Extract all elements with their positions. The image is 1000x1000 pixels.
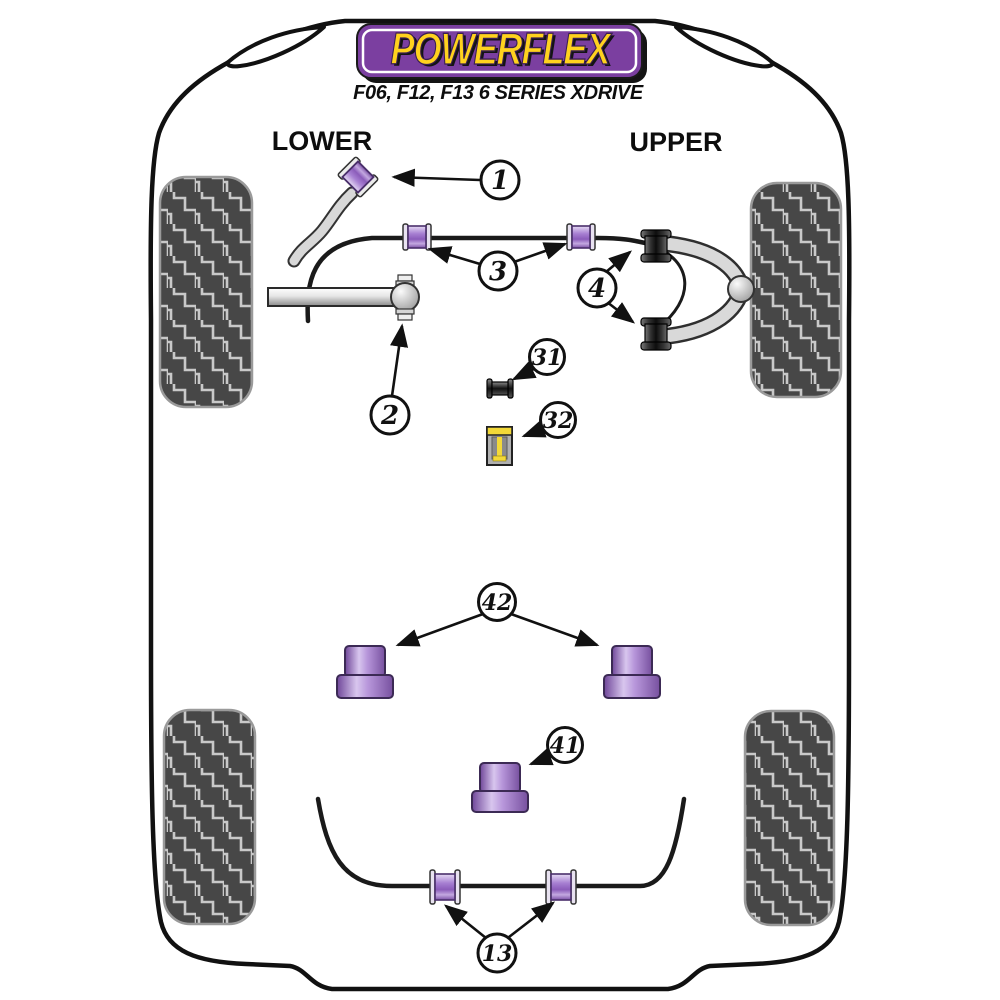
callout-4-arrow-upper <box>605 250 632 273</box>
callout-4: 4 <box>576 267 618 309</box>
callout-arrows <box>390 168 636 940</box>
wing-mirror-right-icon <box>674 25 775 69</box>
callout-4-arrow-lower <box>606 300 636 324</box>
callout-31: 31 <box>528 338 566 376</box>
callout-3-arrow-right <box>513 242 568 264</box>
label-lower: LOWER <box>272 126 373 156</box>
callout-42-arrow-left <box>395 612 484 647</box>
callout-2-number: 2 <box>380 401 399 431</box>
tire-rear-left <box>162 708 257 926</box>
car-body-outline <box>148 18 852 992</box>
wishbone-bush-upper <box>640 229 672 263</box>
rear-anti-roll-bar <box>315 796 687 889</box>
logo-text-shadow: POWERFLEX <box>393 25 615 76</box>
callout-13: 13 <box>476 932 518 974</box>
callout-13-arrow-left <box>443 904 487 940</box>
callout-32-arrow <box>521 420 547 438</box>
callout-13-arrow-right <box>508 901 556 939</box>
lower-arm-bush <box>390 274 420 321</box>
callout-42-number: 42 <box>482 590 513 616</box>
front-lower-arm <box>267 274 420 321</box>
label-upper: UPPER <box>629 127 722 157</box>
callout-1-number: 1 <box>491 166 509 196</box>
callout-41-arrow <box>528 748 554 766</box>
rear-arb-bush-left <box>429 869 461 905</box>
callout-3-number: 3 <box>489 257 507 287</box>
callout-13-number: 13 <box>482 941 513 967</box>
bush-31 <box>486 378 514 399</box>
callout-2-arrow <box>390 323 409 397</box>
callout-41-number: 41 <box>550 733 581 759</box>
bush-42-right <box>603 645 661 699</box>
bush-41 <box>471 762 529 813</box>
callout-1-arrow <box>391 168 481 187</box>
callout-1: 1 <box>479 159 521 201</box>
callout-2: 2 <box>369 394 411 436</box>
drop-link-bush <box>337 156 379 198</box>
logo-text: POWERFLEX <box>391 23 613 74</box>
callout-42-arrow-right <box>510 612 600 647</box>
bush-42-left <box>336 645 394 699</box>
wishbone-bush-lower <box>640 317 672 351</box>
callout-31-arrow <box>511 361 537 381</box>
front-arb-bush-right <box>566 223 596 251</box>
callouts: 1 3 4 2 31 32 42 41 <box>369 159 618 974</box>
tire-front-left <box>158 175 254 409</box>
callout-32: 32 <box>539 401 577 439</box>
tire-front-right <box>749 181 843 399</box>
callout-31-number: 31 <box>532 345 563 371</box>
tire-rear-right <box>743 709 836 927</box>
bump-stop-32 <box>486 426 513 466</box>
vehicle-model-subtitle: F06, F12, F13 6 SERIES XDRIVE <box>353 82 644 104</box>
callout-41: 41 <box>546 726 584 764</box>
wishbone-ball-joint <box>727 275 755 303</box>
front-arb-bush-left <box>402 223 432 251</box>
callout-3-arrow-left <box>427 246 481 266</box>
rear-arb-bush-right <box>545 869 577 905</box>
callout-4-number: 4 <box>588 274 606 304</box>
callout-3: 3 <box>477 250 519 292</box>
powerflex-logo: POWERFLEX POWERFLEX <box>356 22 647 83</box>
callout-42: 42 <box>477 582 517 622</box>
callout-32-number: 32 <box>543 408 574 434</box>
wing-mirror-left-icon <box>225 25 326 69</box>
front-upper-wishbone <box>640 229 755 351</box>
front-drop-link <box>287 156 379 268</box>
